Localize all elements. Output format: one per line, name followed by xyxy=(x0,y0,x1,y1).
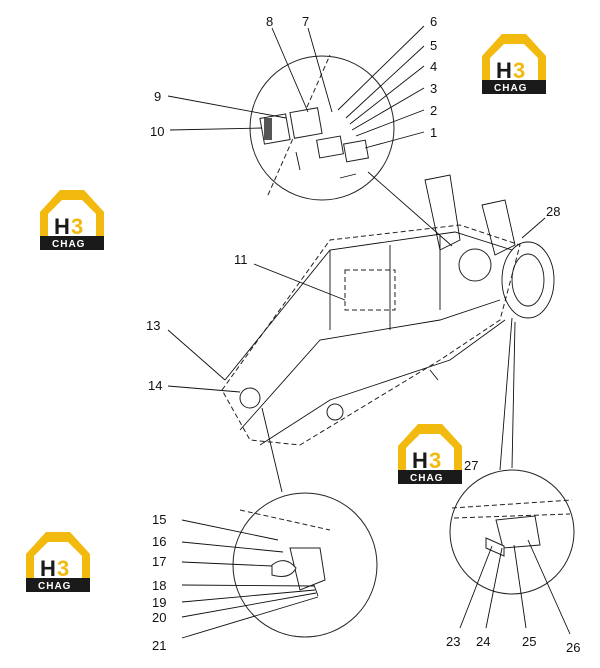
detail-circle-bottom-right xyxy=(449,469,575,595)
part-label-3: 3 xyxy=(430,81,437,96)
svg-text:H: H xyxy=(54,214,70,239)
part-label-6: 6 xyxy=(430,14,437,29)
detail-circle-top xyxy=(249,54,395,201)
detail-bottom-left-connector xyxy=(261,407,283,493)
part-label-26: 26 xyxy=(566,640,580,655)
detail-bottom-right-connector-b xyxy=(511,321,516,469)
part-label-5: 5 xyxy=(430,38,437,53)
part-label-23: 23 xyxy=(446,634,460,649)
part-label-21: 21 xyxy=(152,638,166,653)
logo-watermark-bottom-left: H 3 CHAG xyxy=(26,532,90,592)
part-label-27: 27 xyxy=(464,458,478,473)
part-label-14: 14 xyxy=(148,378,162,393)
part-label-11: 11 xyxy=(234,252,248,267)
svg-text:CHAG: CHAG xyxy=(38,581,71,592)
detail-top-connector xyxy=(367,171,453,247)
part-label-24: 24 xyxy=(476,634,490,649)
part-label-17: 17 xyxy=(152,554,166,569)
svg-text:H: H xyxy=(412,448,428,473)
part-label-9: 9 xyxy=(154,89,161,104)
part-label-10: 10 xyxy=(150,124,164,139)
logo-watermark-left: H 3 CHAG xyxy=(40,190,104,250)
part-label-7: 7 xyxy=(302,14,309,29)
svg-text:3: 3 xyxy=(71,214,83,239)
part-labels: 1 2 3 4 5 6 7 8 9 10 11 13 14 15 16 17 1… xyxy=(146,14,580,655)
svg-text:H: H xyxy=(40,556,56,581)
detail-bottom-right-connector-a xyxy=(499,317,513,471)
svg-text:CHAG: CHAG xyxy=(410,473,443,484)
detail-circle-bottom-left xyxy=(232,492,378,638)
part-label-25: 25 xyxy=(522,634,536,649)
main-chassis-frame xyxy=(221,174,555,446)
part-label-2: 2 xyxy=(430,103,437,118)
part-label-28: 28 xyxy=(546,204,560,219)
part-label-19: 19 xyxy=(152,595,166,610)
part-label-8: 8 xyxy=(266,14,273,29)
part-label-13: 13 xyxy=(146,318,160,333)
part-label-20: 20 xyxy=(152,610,166,625)
part-label-18: 18 xyxy=(152,578,166,593)
svg-text:CHAG: CHAG xyxy=(52,239,85,250)
logo-watermark-center: H 3 CHAG xyxy=(398,424,462,484)
part-label-16: 16 xyxy=(152,534,166,549)
part-label-15: 15 xyxy=(152,512,166,527)
svg-text:CHAG: CHAG xyxy=(494,83,527,94)
part-label-1: 1 xyxy=(430,125,437,140)
logo-watermark-top-right: H 3 CHAG xyxy=(482,34,546,94)
leader-lines xyxy=(167,25,571,639)
svg-text:H: H xyxy=(496,58,512,83)
svg-text:3: 3 xyxy=(57,556,69,581)
svg-text:3: 3 xyxy=(429,448,441,473)
svg-text:3: 3 xyxy=(513,58,525,83)
part-label-4: 4 xyxy=(430,59,437,74)
